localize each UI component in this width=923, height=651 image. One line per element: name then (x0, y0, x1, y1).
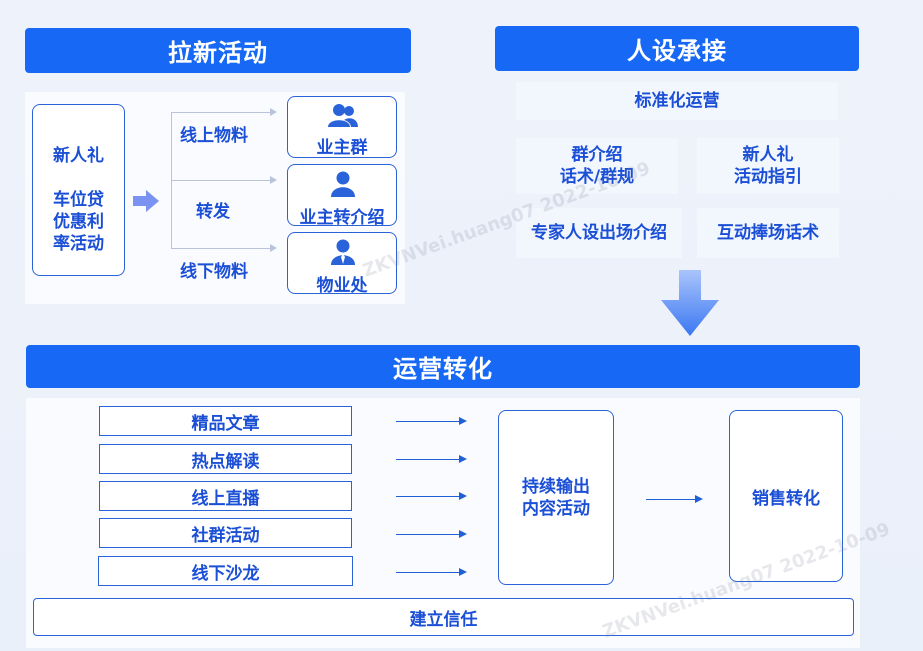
row-arrowhead-2 (459, 455, 467, 463)
conversion-header: 运营转化 (26, 345, 860, 388)
persona-tile-group-intro-line2: 话术/群规 (559, 167, 635, 187)
target-property-office: 物业处 (287, 232, 397, 296)
persona-tile-expert-intro: 专家人设出场介绍 (516, 208, 682, 258)
persona-tile-group-intro-line1: 群介绍 (571, 145, 623, 165)
row-arrowhead-5 (459, 568, 467, 576)
channel-online-label: 线上物料 (180, 126, 248, 146)
target-owner-referral: 业主转介绍 (287, 164, 397, 228)
persona-tile-group-intro: 群介绍 话术/群规 (516, 138, 678, 194)
content-item-hot-topics: 热点解读 (99, 444, 352, 474)
right-arrow-icon (133, 190, 159, 212)
target-property-office-label: 物业处 (316, 276, 368, 296)
branch-line-top (171, 112, 271, 113)
users-group-icon (328, 104, 358, 127)
middle-arrowhead (695, 495, 703, 503)
continuous-output-line1: 持续输出 (522, 476, 590, 497)
content-item-articles: 精品文章 (99, 406, 352, 436)
user-tie-icon (331, 239, 355, 265)
row-arrowhead-4 (459, 530, 467, 538)
target-owner-group: 业主群 (287, 96, 397, 158)
source-line-4: 率活动 (53, 234, 104, 254)
channel-offline-label: 线下物料 (180, 262, 248, 282)
row-arrow-line-4 (396, 534, 460, 535)
continuous-output-line2: 内容活动 (522, 498, 590, 519)
row-arrowhead-1 (459, 417, 467, 425)
persona-tile-interaction-script: 互动捧场话术 (697, 208, 839, 258)
persona-tile-newcomer-guide-line2: 活动指引 (734, 167, 802, 187)
acquisition-header: 拉新活动 (25, 28, 411, 73)
row-arrow-line-1 (396, 421, 460, 422)
branch-line-mid (171, 180, 271, 181)
persona-tile-newcomer-guide-line1: 新人礼 (742, 145, 794, 165)
channel-forward-label: 转发 (196, 202, 230, 222)
acquisition-source-box: 新人礼 车位贷 优惠利 率活动 (32, 104, 125, 276)
continuous-output-box: 持续输出 内容活动 (498, 410, 614, 585)
down-arrow-icon (661, 270, 719, 336)
middle-arrow-line (646, 499, 696, 500)
target-owner-group-label: 业主群 (316, 138, 368, 158)
branch-arrowhead-top (270, 108, 277, 116)
row-arrow-line-5 (396, 572, 460, 573)
target-owner-referral-label: 业主转介绍 (299, 208, 385, 228)
persona-tile-newcomer-guide: 新人礼 活动指引 (697, 138, 839, 194)
user-icon (331, 171, 355, 197)
branch-arrowhead-bottom (270, 244, 277, 252)
row-arrow-line-2 (396, 459, 460, 460)
source-line-2: 车位贷 (53, 190, 104, 210)
branch-arrowhead-mid (270, 176, 277, 184)
content-item-community-events: 社群活动 (99, 518, 352, 548)
branch-line-bottom (171, 248, 271, 249)
sales-conversion-box: 销售转化 (729, 410, 843, 582)
source-line-1: 新人礼 (53, 146, 104, 166)
source-line-3: 优惠利 (53, 212, 104, 232)
build-trust-bar: 建立信任 (33, 598, 854, 636)
persona-header: 人设承接 (495, 26, 859, 71)
content-item-live-stream: 线上直播 (99, 481, 352, 511)
row-arrow-line-3 (396, 496, 460, 497)
row-arrowhead-3 (459, 492, 467, 500)
content-item-offline-salon: 线下沙龙 (98, 556, 353, 586)
persona-top-tile: 标准化运营 (516, 82, 838, 120)
